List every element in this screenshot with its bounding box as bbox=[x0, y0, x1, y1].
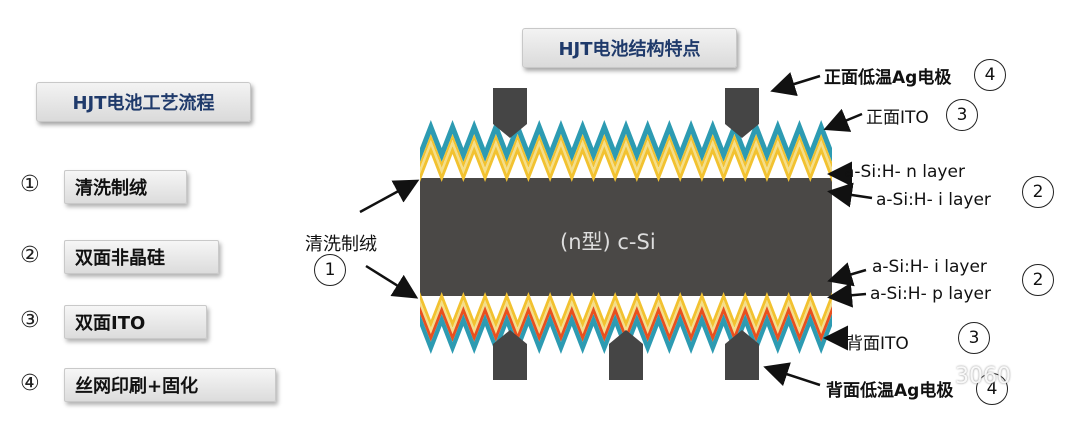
i-layer-bottom-label: a-Si:H- i layer bbox=[872, 257, 987, 277]
step-box-screen-printing: 丝网印刷+固化 bbox=[64, 368, 276, 402]
front-electrode bbox=[725, 88, 759, 138]
arrow-front-ito bbox=[823, 108, 863, 132]
num-circle: 1 bbox=[314, 254, 346, 286]
i-layer-bottom-inner bbox=[420, 292, 832, 328]
process-title: HJT电池工艺流程 bbox=[36, 82, 251, 122]
front-ito-layer bbox=[420, 120, 832, 162]
num-circle: 3 bbox=[946, 99, 978, 131]
i-layer-top-label: a-Si:H- i layer bbox=[876, 190, 991, 210]
num-circle: 2 bbox=[1022, 264, 1054, 296]
p-layer-label: a-Si:H- p layer bbox=[870, 284, 991, 304]
structure-title: HJT电池结构特点 bbox=[522, 28, 737, 68]
silicon-label: (n型) c-Si bbox=[560, 230, 656, 254]
arrow-front-ag bbox=[770, 72, 821, 96]
back-ito-label: 背面ITO bbox=[846, 334, 909, 354]
back-electrode bbox=[609, 330, 643, 380]
num-circle: 3 bbox=[958, 322, 990, 354]
arrow-clean-top bbox=[359, 179, 420, 214]
silicon-wafer bbox=[420, 178, 832, 296]
step-box-amorphous-si: 双面非晶硅 bbox=[64, 240, 219, 274]
arrow-clean-bottom bbox=[365, 264, 419, 299]
num-circle: 4 bbox=[976, 373, 1008, 405]
num-circle: 4 bbox=[974, 59, 1006, 91]
back-electrode bbox=[493, 330, 527, 380]
n-layer-label: a-Si:H- n layer bbox=[844, 162, 965, 182]
front-electrode bbox=[493, 88, 527, 138]
n-layer-inner bbox=[420, 146, 832, 182]
step-box-ito: 双面ITO bbox=[64, 305, 207, 339]
step-number: ③ bbox=[20, 308, 40, 333]
num-circle: 2 bbox=[1022, 176, 1054, 208]
arrow-i-top bbox=[827, 182, 873, 208]
step-box-cleaning: 清洗制绒 bbox=[64, 170, 187, 204]
front-ag-label: 正面低温Ag电极 bbox=[824, 68, 952, 88]
arrow-back-ag bbox=[763, 362, 821, 387]
cleaning-label: 清洗制绒 bbox=[305, 234, 377, 255]
arrow-p-layer bbox=[827, 282, 867, 308]
i-layer-top bbox=[420, 140, 832, 174]
step-number: ② bbox=[20, 243, 40, 268]
step-number: ① bbox=[20, 172, 40, 197]
back-ag-label: 背面低温Ag电极 bbox=[826, 381, 954, 401]
i-layer-bottom bbox=[420, 300, 832, 334]
watermark: 3060 bbox=[955, 364, 1011, 389]
n-layer bbox=[420, 134, 832, 168]
step-number: ④ bbox=[20, 371, 40, 396]
front-ito-label: 正面ITO bbox=[866, 108, 929, 128]
arrow-i-bottom bbox=[827, 262, 867, 287]
back-electrode bbox=[725, 330, 759, 380]
